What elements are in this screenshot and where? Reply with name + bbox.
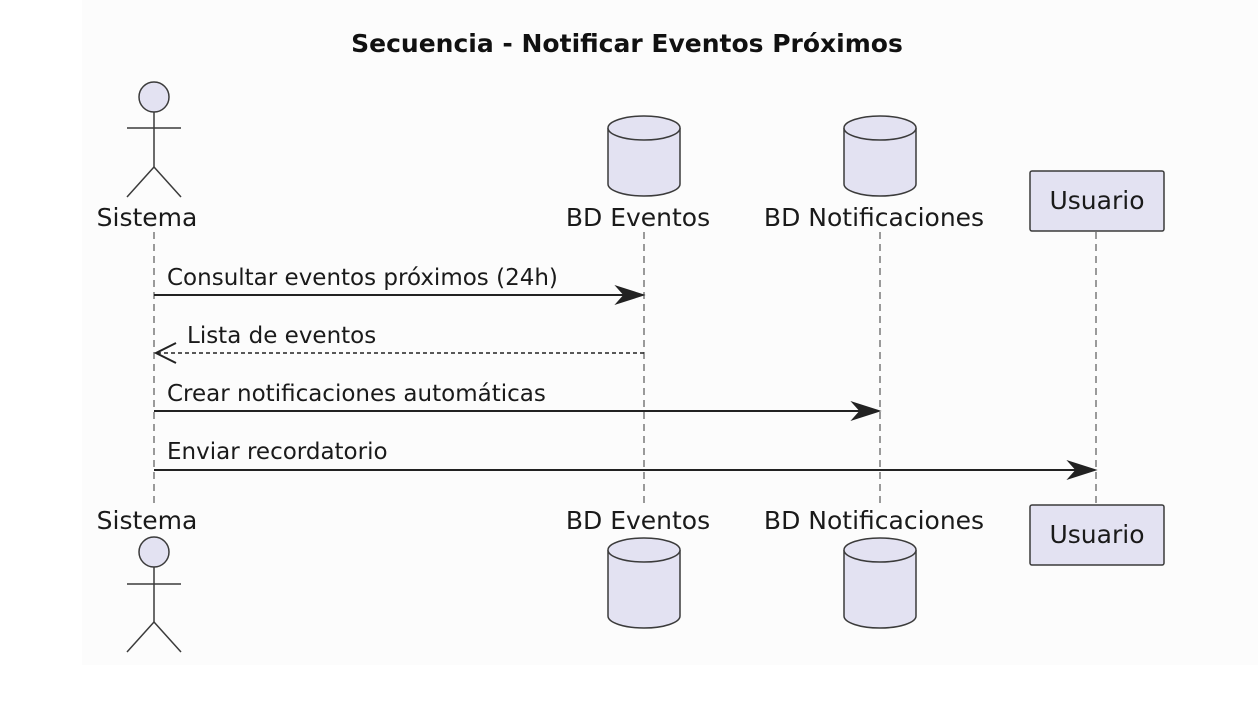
participant-label-sistema-bottom: Sistema (97, 506, 198, 535)
participant-label-usuario-bottom: Usuario (1049, 520, 1144, 549)
message-label: Consultar eventos próximos (24h) (167, 265, 558, 291)
participant-label-usuario: Usuario (1049, 186, 1144, 215)
database-cylinder-icon (607, 537, 681, 629)
participant-label-bd-eventos-bottom: BD Eventos (566, 506, 710, 535)
diagram-title: Secuencia - Notificar Eventos Próximos (351, 29, 903, 58)
arrowhead-icon (850, 400, 882, 422)
message-label: Crear notificaciones automáticas (167, 381, 546, 407)
message-label: Enviar recordatorio (167, 439, 388, 465)
participant-box-usuario-bottom (1029, 504, 1165, 566)
actor-stick-figure-icon (126, 536, 182, 653)
message-label: Lista de eventos (187, 323, 376, 349)
arrowhead-icon (1066, 459, 1098, 481)
database-cylinder-icon (843, 115, 917, 197)
database-cylinder-icon (607, 115, 681, 197)
participant-label-bd-notificaciones-bottom: BD Notificaciones (764, 506, 984, 535)
database-cylinder-icon (843, 537, 917, 629)
participant-box-usuario (1029, 170, 1165, 232)
open-arrowhead-icon (153, 342, 177, 364)
participant-label-sistema: Sistema (97, 203, 198, 232)
participant-label-bd-eventos: BD Eventos (566, 203, 710, 232)
participant-label-bd-notificaciones: BD Notificaciones (764, 203, 984, 232)
arrowhead-icon (614, 284, 646, 306)
actor-stick-figure-icon (126, 81, 182, 198)
